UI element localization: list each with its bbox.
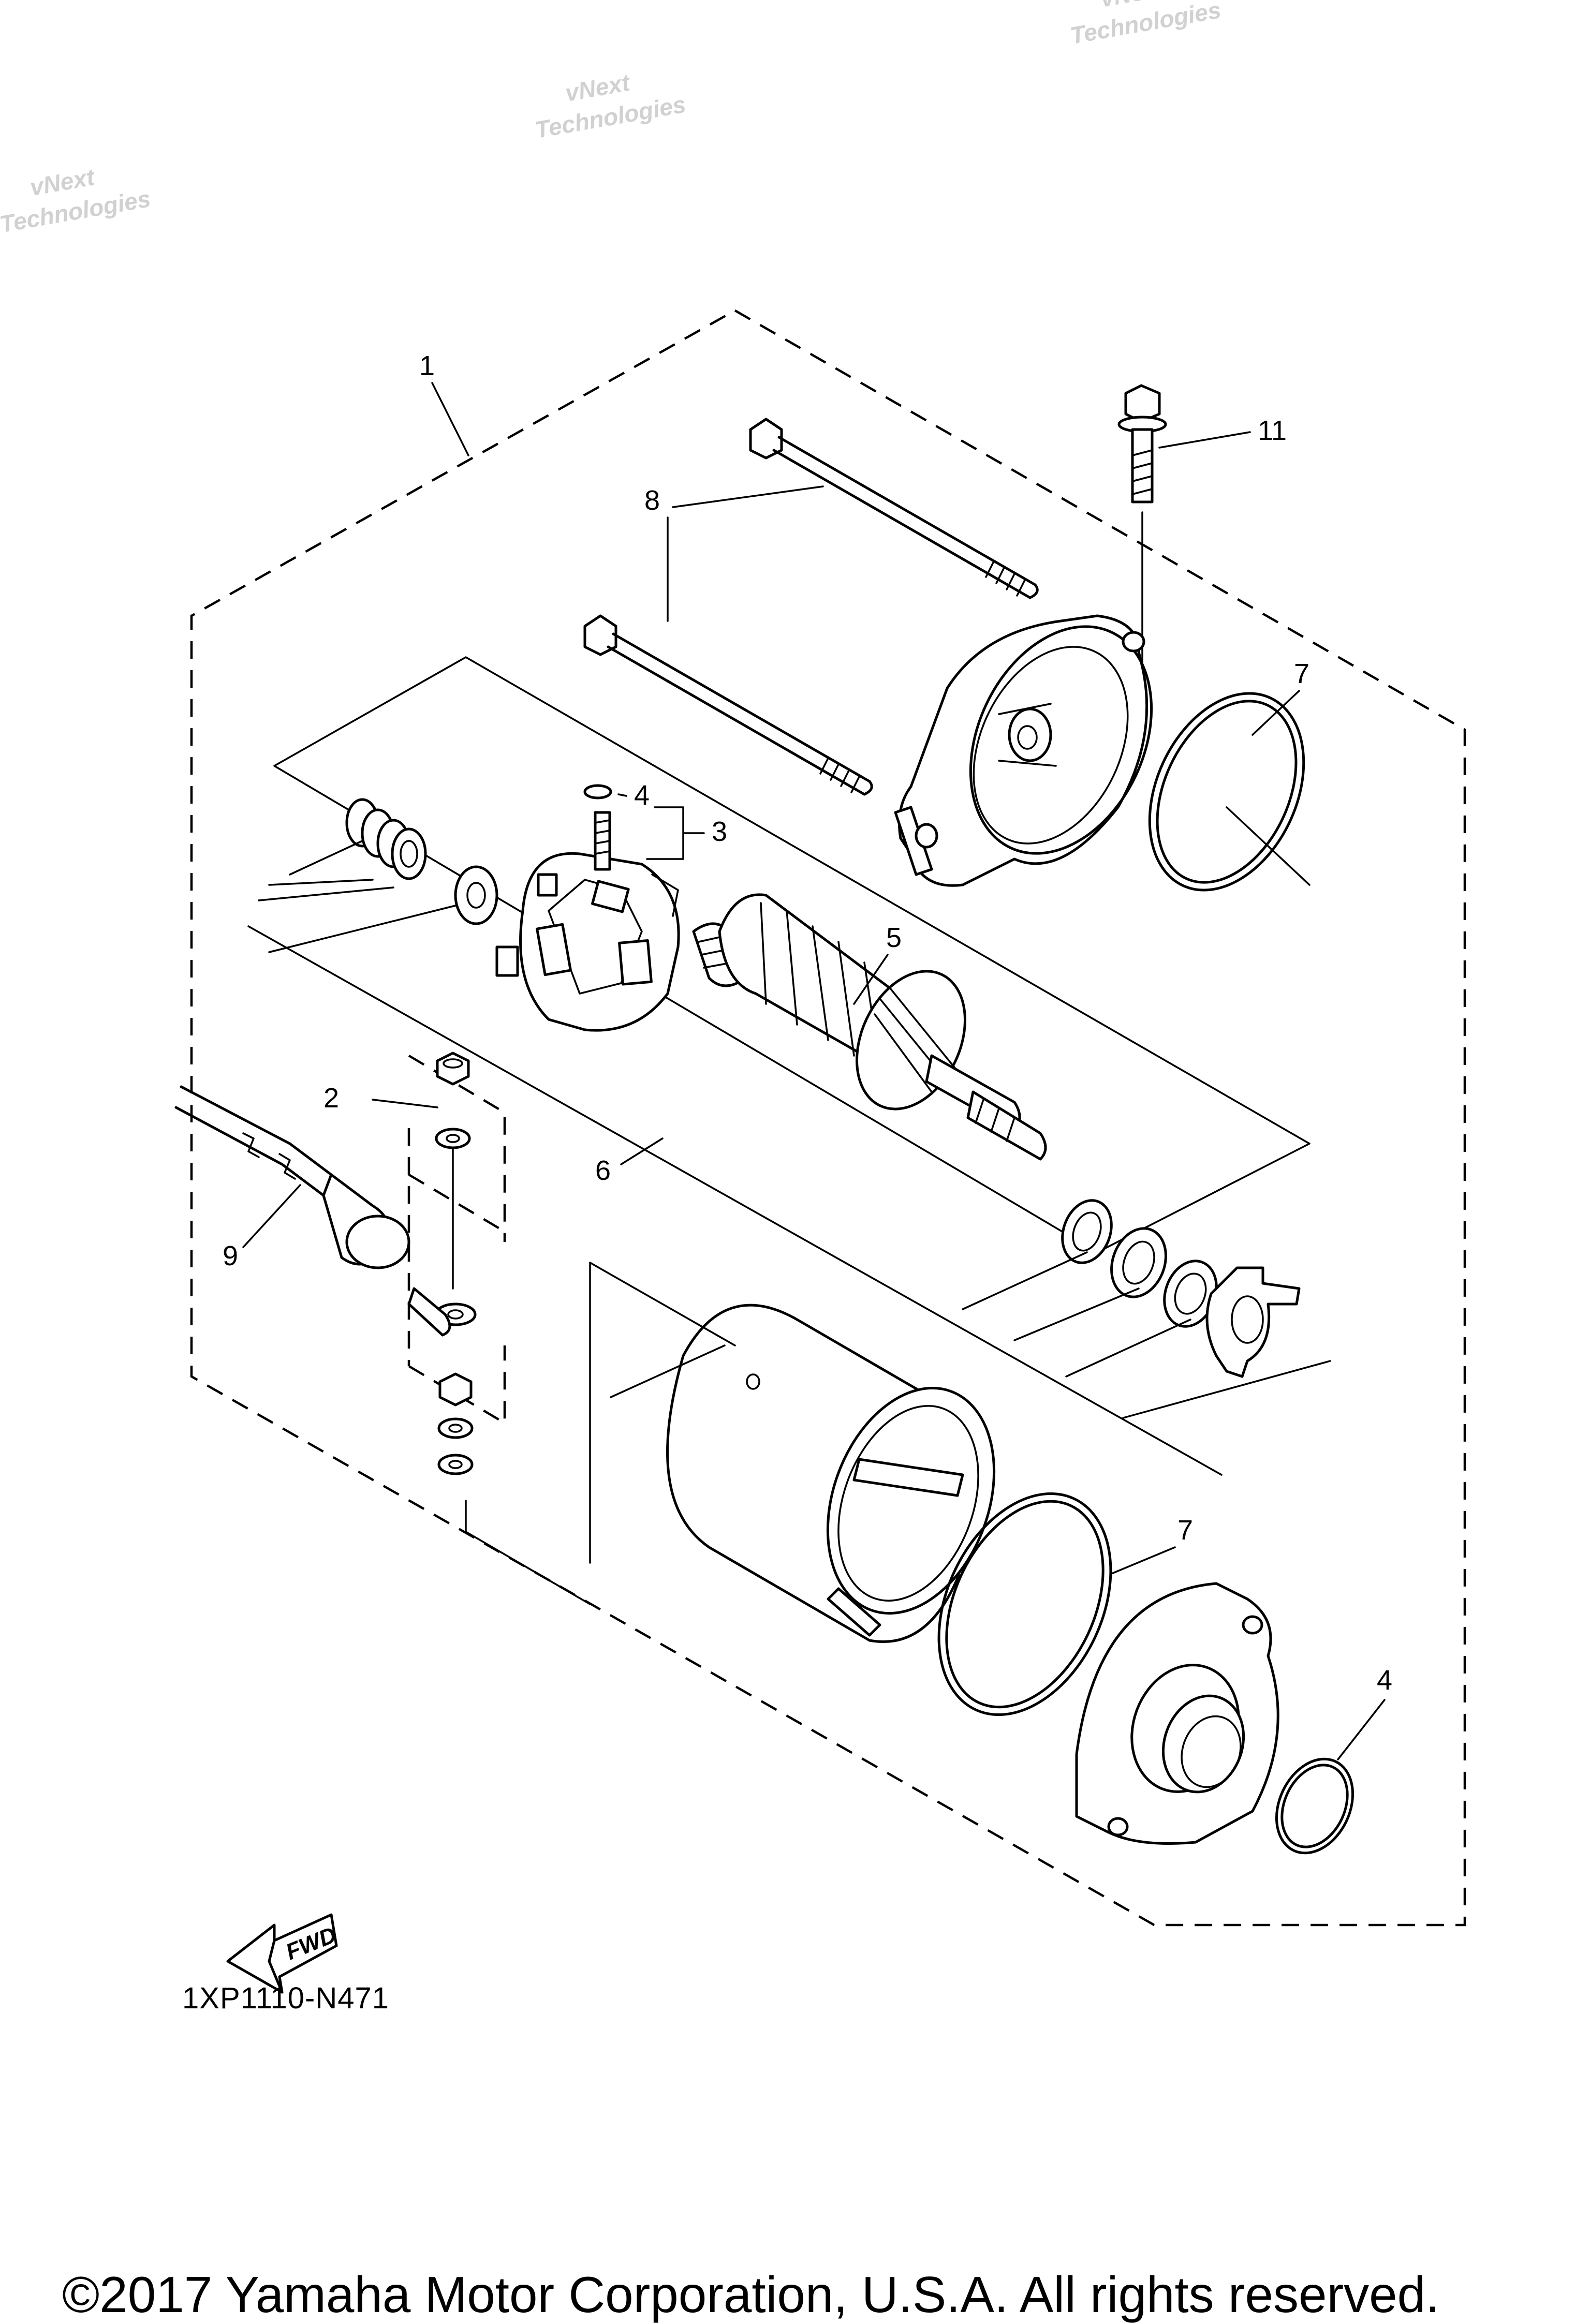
svg-text:5: 5 xyxy=(886,922,902,953)
shim-washers xyxy=(1061,1199,1301,1378)
through-bolt-lower xyxy=(583,614,873,796)
flange-bolt xyxy=(1117,384,1167,669)
svg-text:1: 1 xyxy=(419,350,435,381)
watermark: vNext Technologies xyxy=(0,163,153,238)
callout-7-upper: 7 xyxy=(1252,658,1309,736)
svg-text:8: 8 xyxy=(644,485,660,516)
brush-springs xyxy=(258,798,427,901)
callout-6: 6 xyxy=(595,1137,664,1186)
callout-7-lower: 7 xyxy=(1112,1515,1193,1574)
callout-11: 11 xyxy=(1158,415,1287,449)
o-ring-lower xyxy=(937,1492,1112,1716)
assembly-outline xyxy=(190,309,1466,1927)
front-cover xyxy=(1075,1582,1279,1845)
callout-5: 5 xyxy=(853,922,902,1005)
svg-text:4: 4 xyxy=(1377,1665,1392,1696)
callout-8: 8 xyxy=(644,485,824,622)
svg-text:2: 2 xyxy=(323,1083,339,1114)
yoke-housing xyxy=(666,1304,996,1643)
watermark: vNext Technologies xyxy=(1068,0,1223,49)
o-ring-upper xyxy=(1148,692,1305,892)
svg-text:3: 3 xyxy=(712,816,727,847)
terminal-o-ring xyxy=(583,784,612,800)
callout-9: 9 xyxy=(223,1184,301,1271)
watermark-grid: vNext Technologies vNext Technologies vN… xyxy=(0,0,1223,238)
svg-text:Technologies: Technologies xyxy=(1068,0,1223,49)
through-bolt-upper xyxy=(749,418,1039,599)
brush-holder-washer xyxy=(268,865,498,953)
svg-text:9: 9 xyxy=(223,1240,238,1271)
armature xyxy=(692,893,1047,1161)
svg-text:7: 7 xyxy=(1294,658,1309,689)
o-ring-4 xyxy=(1275,1757,1355,1855)
brush-holder xyxy=(495,811,680,1032)
callout-3: 4 xyxy=(617,780,650,811)
lower-subassembly-box xyxy=(589,1262,736,1564)
svg-text:6: 6 xyxy=(595,1155,611,1186)
svg-text:7: 7 xyxy=(1177,1515,1193,1546)
copyright-notice: ©2017 Yamaha Motor Corporation, U.S.A. A… xyxy=(62,2266,1440,2323)
diagram-code: 1XP1110-N471 xyxy=(182,1981,390,2015)
upper-subassembly-box xyxy=(273,656,1311,1253)
callout-4: 4 xyxy=(1337,1665,1392,1760)
sub-assembly-lines-6 xyxy=(247,925,1331,1476)
callout-10: 2 xyxy=(323,1083,438,1114)
callout-1: 1 xyxy=(419,350,469,456)
svg-text:11: 11 xyxy=(1258,415,1287,446)
rear-cover xyxy=(894,614,1153,887)
lead-wire xyxy=(174,1085,451,1337)
svg-text:4: 4 xyxy=(634,780,650,811)
watermark: vNext Technologies xyxy=(533,69,688,144)
callout-2: 3 xyxy=(646,806,727,860)
